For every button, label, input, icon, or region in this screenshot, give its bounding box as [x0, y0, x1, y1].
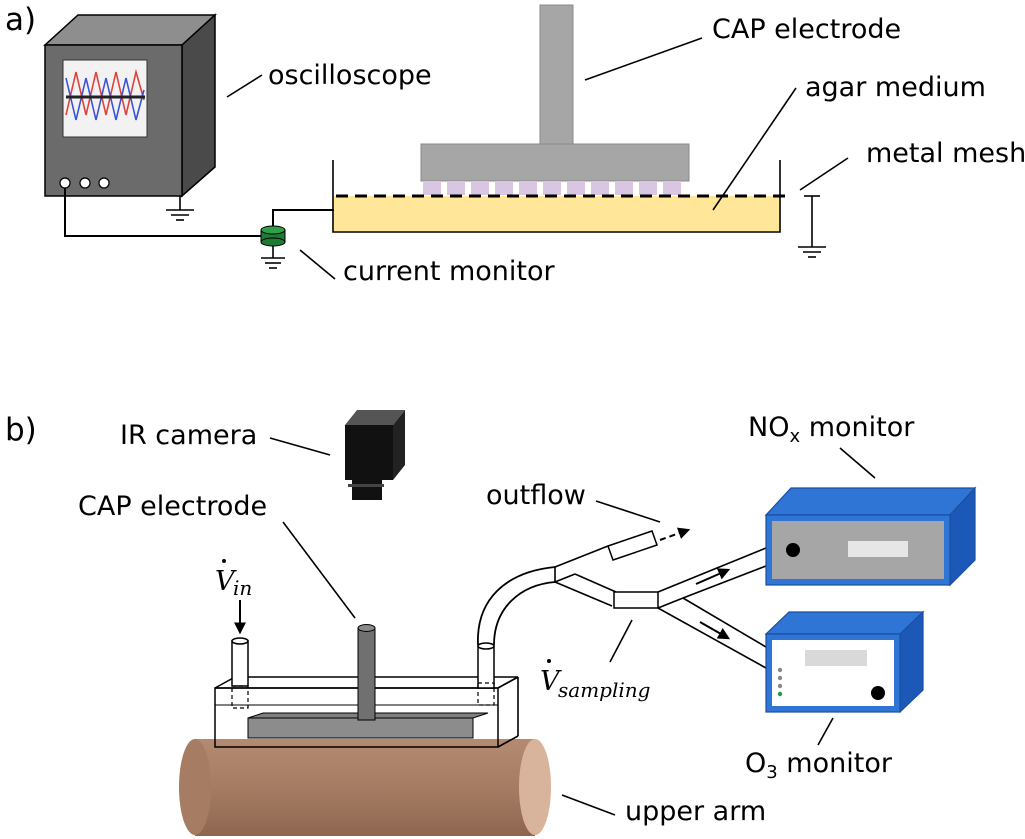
sampling-hose-inner — [493, 581, 556, 646]
sampling-segment — [613, 591, 659, 609]
metal-mesh-label: metal mesh — [866, 138, 1025, 169]
outflow-arrow — [659, 527, 691, 541]
v-in-symbol: V in — [215, 559, 252, 600]
mesh-pads — [423, 181, 681, 195]
nox-flow-arrow — [695, 568, 731, 585]
ir-camera-label: IR camera — [120, 420, 257, 451]
nox-monitor-leader-line — [839, 447, 876, 479]
nox-monitor-label: NOx monitor — [748, 412, 915, 447]
oscilloscope — [43, 13, 217, 198]
cap-electrode-leader-line-a — [584, 37, 703, 81]
o3-flow-arrow — [699, 621, 731, 640]
first-y-splitter — [554, 545, 617, 607]
cap-electrode — [420, 4, 690, 182]
current-monitor-ground-symbol — [261, 246, 285, 269]
oscilloscope-label: oscilloscope — [268, 60, 432, 91]
metal-mesh-leader-line — [799, 157, 849, 191]
cap-electrode-label-a: CAP electrode — [712, 14, 901, 45]
svg-text:NOx monitor: NOx monitor — [748, 412, 915, 447]
cap-electrode-leader-line-b — [282, 521, 356, 619]
signal-wire — [64, 188, 261, 237]
oscilloscope-screen-traces — [65, 68, 145, 121]
o3-monitor-label: O3 monitor — [745, 748, 893, 783]
inlet-tube — [231, 637, 249, 709]
outflow-label: outflow — [486, 480, 586, 511]
svg-text:sampling: sampling — [558, 678, 650, 702]
flow-chamber — [214, 676, 519, 748]
outflow-leader-line — [595, 500, 661, 523]
current-monitor — [260, 225, 286, 247]
upper-arm-label: upper arm — [625, 796, 766, 827]
svg-text:O3 monitor: O3 monitor — [745, 748, 893, 783]
cap-electrode-label-b: CAP electrode — [78, 491, 267, 522]
agar-medium-label: agar medium — [805, 72, 986, 103]
nox-monitor — [764, 486, 977, 587]
svg-text:V: V — [540, 666, 562, 697]
second-y-splitter — [657, 547, 767, 669]
oscilloscope-leader-line — [226, 74, 263, 98]
outlet-tube — [477, 642, 495, 706]
o3-monitor — [764, 610, 925, 714]
outflow-tube — [607, 530, 658, 561]
svg-text:V: V — [215, 566, 237, 597]
cap-electrode-rod — [357, 624, 376, 721]
oscilloscope-ground-symbol — [166, 196, 194, 221]
v-sampling-leader-line — [609, 619, 633, 663]
v-sampling-symbol: V sampling — [540, 659, 650, 702]
sampling-hose-outer — [477, 566, 556, 646]
agar-medium-leader-line — [712, 87, 797, 211]
agar-medium — [334, 196, 779, 231]
current-monitor-label: current monitor — [343, 256, 556, 287]
upper-arm-leader-line — [561, 794, 616, 816]
mesh-ground-symbol — [798, 195, 826, 258]
panel-b-tag: b) — [5, 412, 37, 448]
ir-camera-leader-line — [269, 437, 331, 456]
o3-monitor-leader-line — [817, 717, 834, 746]
current-monitor-leader-line — [299, 249, 336, 280]
svg-text:in: in — [233, 576, 252, 600]
upper-arm — [179, 739, 551, 836]
panel-a-tag: a) — [5, 2, 36, 38]
ir-camera — [345, 410, 405, 500]
